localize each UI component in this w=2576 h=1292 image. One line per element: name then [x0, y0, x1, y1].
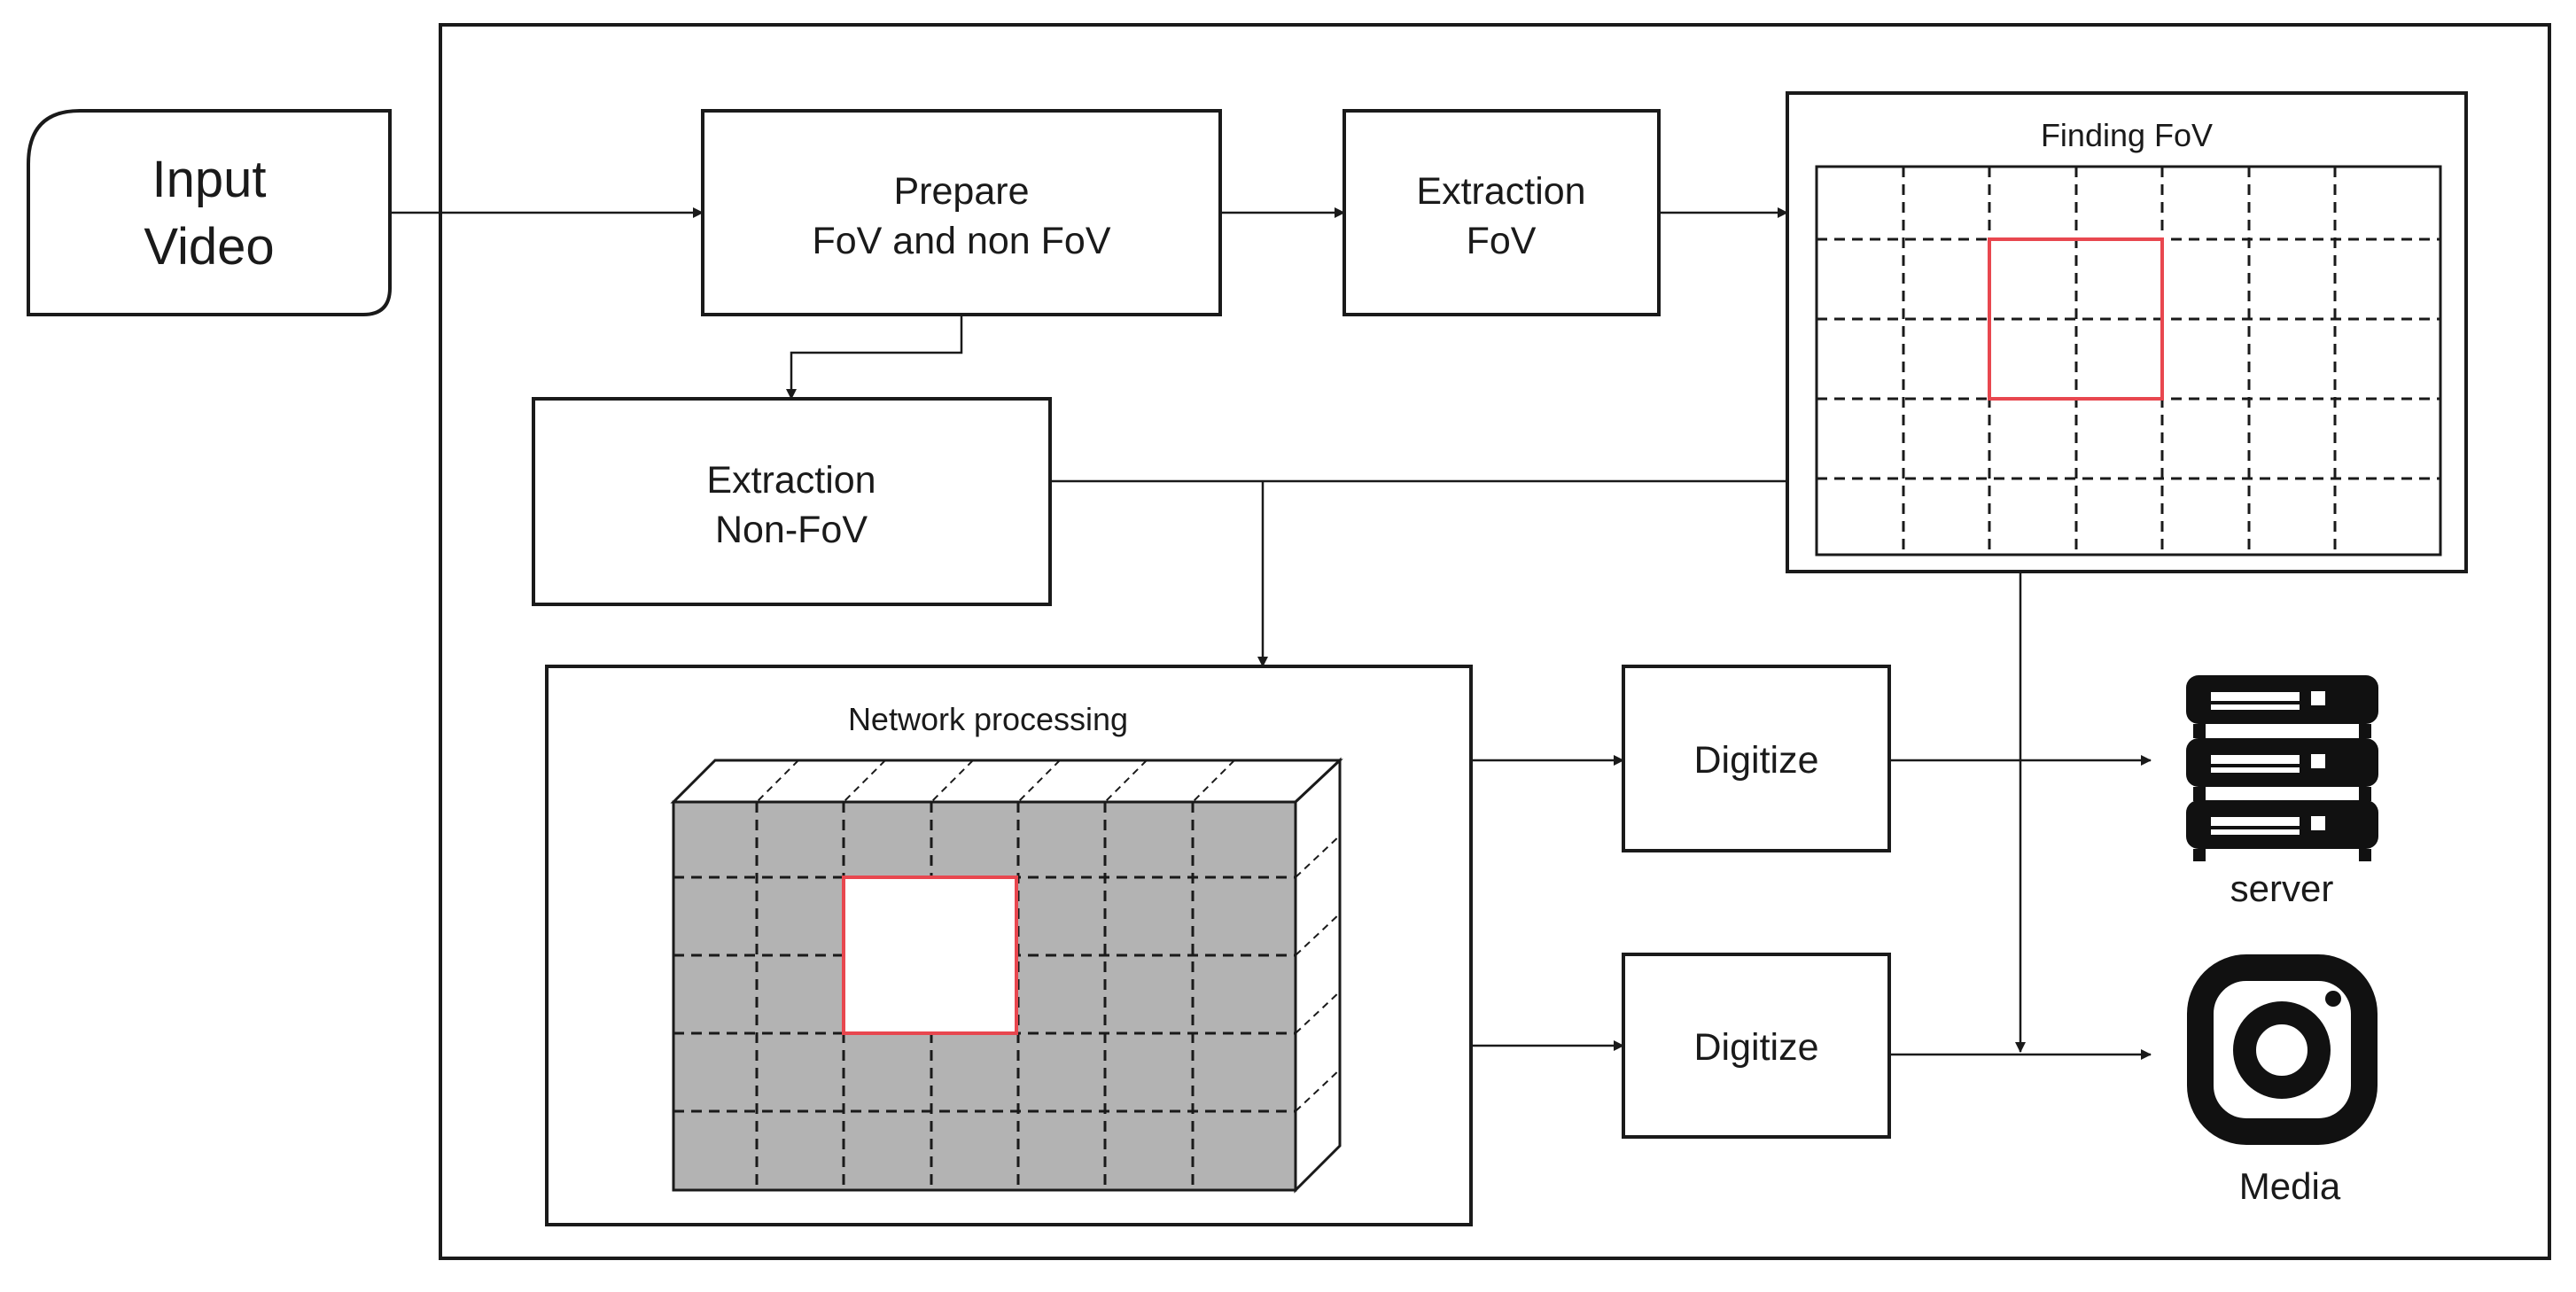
extraction-nonfov-line1: Extraction: [706, 459, 876, 502]
input-video-line2: Video: [144, 218, 274, 276]
instagram-icon: [2187, 954, 2378, 1145]
network-processing-title: Network processing: [848, 701, 1128, 737]
prepare-line2: FoV and non FoV: [812, 220, 1110, 262]
input-video-node: Input Video: [27, 109, 392, 316]
digitize-bottom-label: Digitize: [1694, 1026, 1819, 1069]
block-right-face: [1294, 757, 1342, 1194]
digitize-top-label: Digitize: [1694, 739, 1819, 782]
system-frame: [439, 23, 2551, 1260]
finding-fov-grid-border: [1815, 165, 2442, 556]
digitize-bottom-node: Digitize: [1622, 953, 1891, 1139]
block-top-face: [670, 759, 1343, 804]
digitize-top-node: Digitize: [1622, 665, 1891, 852]
extraction-fov-line2: FoV: [1467, 220, 1537, 262]
input-video-line1: Input: [152, 151, 267, 208]
extraction-nonfov-node: Extraction Non-FoV: [532, 397, 1052, 606]
media-label: Media: [2239, 1165, 2341, 1207]
finding-fov-title: Finding FoV: [2041, 117, 2213, 153]
finding-fov-panel: Finding FoV: [1786, 91, 2468, 573]
prepare-line1: Prepare: [894, 170, 1030, 213]
extraction-fov-node: Extraction FoV: [1342, 109, 1661, 316]
connectors: [390, 207, 2152, 1060]
network-processing-panel: Network processing: [545, 665, 1473, 1226]
block-right-grid: [1295, 835, 1341, 1112]
arrow-prepare-to-extraction-nonfov: [786, 315, 963, 400]
fov-highlight-region: [1988, 237, 2164, 401]
fov-cutout-region: [842, 876, 1018, 1035]
extraction-nonfov-line2: Non-FoV: [715, 509, 868, 551]
extraction-fov-line1: Extraction: [1416, 170, 1585, 213]
server-label: server: [2230, 868, 2334, 909]
prepare-node: Prepare FoV and non FoV: [701, 109, 1222, 316]
block-top-grid: [673, 759, 1235, 803]
server-icon: [2186, 675, 2378, 861]
